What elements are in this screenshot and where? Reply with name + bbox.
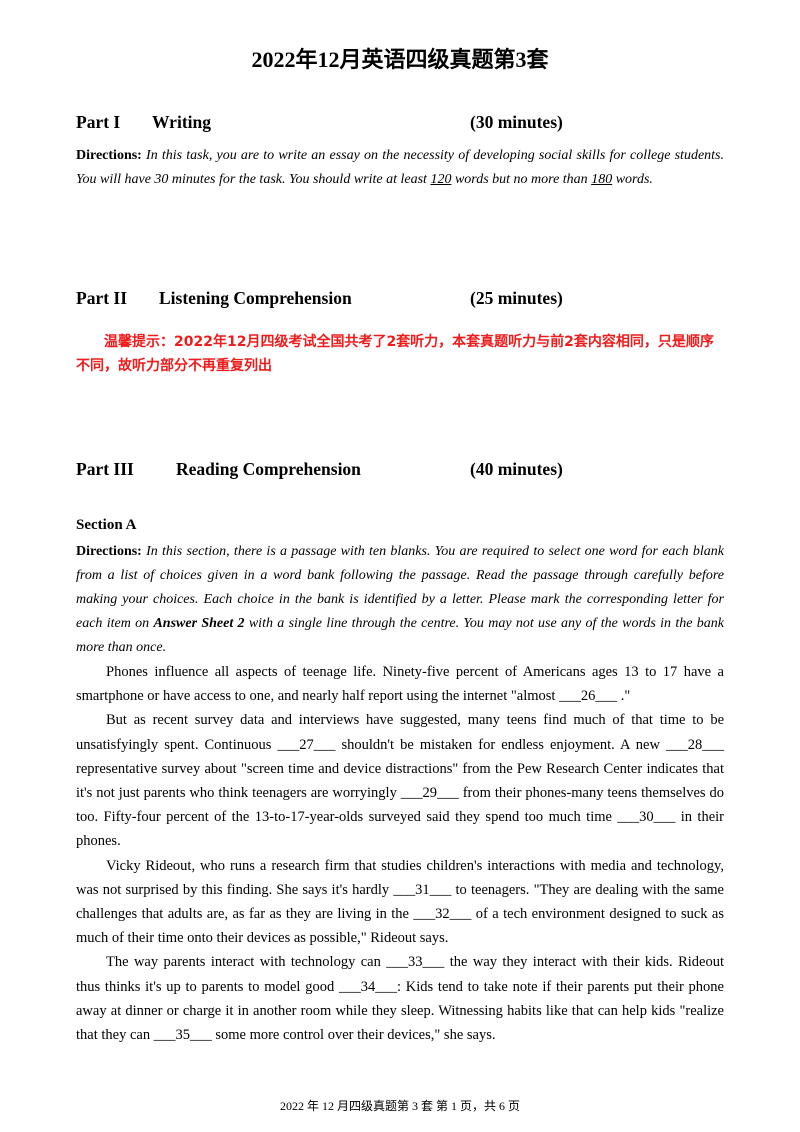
passage-paragraph-4: The way parents interact with technology… bbox=[76, 950, 724, 1047]
part2-number: Part II bbox=[76, 288, 128, 308]
part1-min-words: 120 bbox=[430, 172, 452, 187]
blank-35: ___35___ bbox=[153, 1027, 212, 1044]
passage-text: from their phones-many teens themselves … bbox=[76, 785, 724, 826]
page-footer: 2022 年 12 月四级真题第 3 套 第 1 页，共 6 页 bbox=[279, 1099, 520, 1113]
part3-number: Part III bbox=[76, 459, 134, 479]
passage-paragraph-1: Phones influence all aspects of teenage … bbox=[76, 660, 724, 708]
part1-directions: Directions: In this task, you are to wri… bbox=[76, 144, 724, 192]
passage-text: Phones influence all aspects of teenage … bbox=[76, 664, 724, 705]
reading-passage: Phones influence all aspects of teenage … bbox=[76, 660, 724, 1047]
passage-text: of a tech environment designed to suck a… bbox=[76, 906, 725, 947]
answer-sheet-ref: Answer Sheet 2 bbox=[153, 616, 245, 631]
part1-name: Writing bbox=[152, 112, 211, 132]
passage-text: the way they interact with their kids. R… bbox=[76, 954, 724, 995]
page-title: 2022年12月英语四级真题第3套 bbox=[251, 47, 549, 72]
part1-directions-label: Directions: bbox=[76, 148, 142, 163]
part3-directions-text-a: In this section, there is a passage with… bbox=[76, 544, 724, 631]
passage-text: in their phones. bbox=[76, 809, 724, 850]
part1-time: (30 minutes) bbox=[470, 112, 563, 132]
blank-31: ___31___ bbox=[393, 881, 452, 898]
blank-32: ___32___ bbox=[413, 906, 472, 923]
passage-text: The way parents interact with technology… bbox=[106, 954, 387, 971]
blank-33: ___33___ bbox=[386, 954, 445, 971]
part1-directions-text-b: words but no more than bbox=[451, 172, 592, 187]
blank-34: ___34___ bbox=[338, 978, 397, 995]
part3-time: (40 minutes) bbox=[470, 459, 563, 479]
part2-name: Listening Comprehension bbox=[159, 288, 352, 308]
blank-29: ___29___ bbox=[400, 785, 459, 802]
blank-27: ___27___ bbox=[277, 736, 336, 753]
part3-directions-label: Directions: bbox=[76, 544, 142, 559]
part1-directions-text-c: words. bbox=[612, 172, 653, 187]
section-a-title: Section A bbox=[76, 517, 137, 533]
part1-number: Part I bbox=[76, 112, 121, 132]
passage-text: Vicky Rideout, who runs a research firm … bbox=[76, 857, 724, 898]
passage-text: shouldn't be mistaken for endless enjoym… bbox=[335, 736, 666, 753]
part2-heading: Part II Listening Comprehension (25 minu… bbox=[76, 288, 726, 312]
blank-26: ___26___ bbox=[559, 688, 618, 705]
listening-notice: 温馨提示：2022年12月四级考试全国共考了2套听力，本套真题听力与前2套内容相… bbox=[76, 334, 714, 374]
blank-30: ___30___ bbox=[617, 809, 676, 826]
blank-28: ___28___ bbox=[665, 736, 724, 753]
part3-directions-text-b: with a single line through the centre. Y… bbox=[76, 616, 724, 655]
passage-text: ." bbox=[617, 688, 631, 705]
passage-text: : Kids tend to take note if their parent… bbox=[76, 978, 724, 1044]
part2-time: (25 minutes) bbox=[470, 288, 563, 308]
passage-text: representative survey about "screen time… bbox=[76, 760, 724, 802]
passage-text: to teenagers. "They are dealing with the… bbox=[76, 881, 724, 923]
part1-max-words: 180 bbox=[591, 172, 613, 187]
passage-text: some more control over their devices," s… bbox=[211, 1027, 496, 1044]
part3-directions: Directions: In this section, there is a … bbox=[76, 540, 724, 660]
part3-name: Reading Comprehension bbox=[176, 459, 361, 479]
passage-paragraph-3: Vicky Rideout, who runs a research firm … bbox=[76, 854, 724, 951]
passage-paragraph-2: But as recent survey data and interviews… bbox=[76, 708, 724, 853]
part3-heading: Part III Reading Comprehension (40 minut… bbox=[76, 459, 726, 483]
part1-heading: Part I Writing (30 minutes) bbox=[76, 112, 726, 136]
passage-text: But as recent survey data and interviews… bbox=[76, 712, 724, 753]
part1-directions-text-a: In this task, you are to write an essay … bbox=[76, 148, 724, 187]
